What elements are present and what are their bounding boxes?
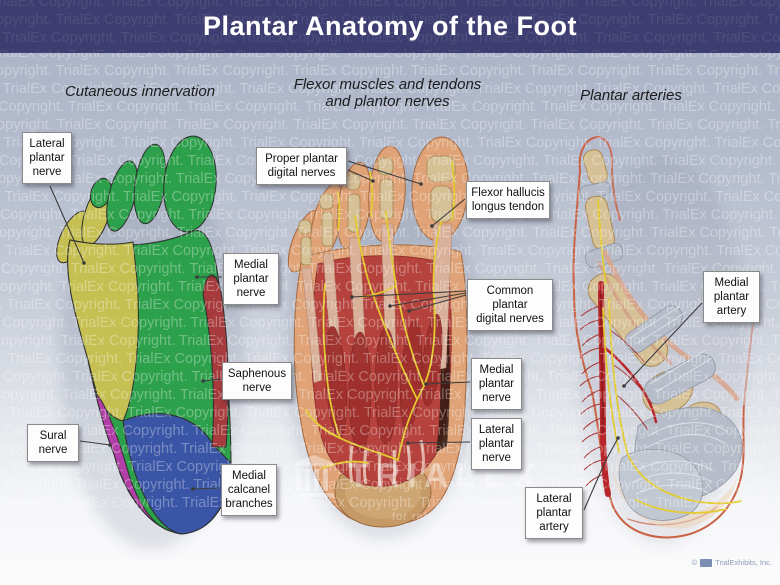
label-lateral-plantar-nerve-flexor: Lateral plantar nerve [471, 418, 522, 470]
trialexhibits-logo-icon [700, 558, 713, 567]
page-title: Plantar Anatomy of the Foot [202, 11, 577, 41]
label-proper-plantar-digital-nerves: Proper plantar digital nerves [256, 147, 347, 185]
label-medial-calcanel-branches: Medial calcanel branches [221, 464, 277, 516]
region-saphenous-nerve [202, 274, 229, 448]
footer-copyright-symbol: © [691, 558, 698, 567]
label-flexor-hallucis-longus-tendon: Flexor hallucis longus tendon [466, 181, 550, 219]
label-saphenous-nerve: Saphenous nerve [222, 362, 292, 400]
label-common-plantar-digital-nerves: Common plantar digital nerves [467, 279, 553, 331]
footer-credit-text: TrialExhibits, Inc. [715, 558, 772, 567]
flexor-foot-illustration [287, 136, 469, 528]
medial-plantar-nerve [397, 221, 442, 461]
region-big-toe [163, 135, 217, 233]
label-medial-plantar-nerve-flexor: Medial plantar nerve [471, 358, 522, 410]
label-lateral-plantar-artery: Lateral plantar artery [525, 487, 583, 539]
region-medial-calcaneal-branches [122, 413, 232, 535]
label-medial-plantar-nerve: Medial plantar nerve [223, 253, 279, 305]
label-medial-plantar-artery: Medial plantar artery [703, 271, 760, 323]
label-sural-nerve: Sural nerve [27, 424, 79, 462]
footer-credit: © TrialExhibits, Inc. [692, 558, 772, 567]
exhibit-header: TrialEx Copyright. TrialEx Copyright. Tr… [0, 0, 780, 53]
label-lateral-plantar-nerve: Lateral plantar nerve [22, 132, 72, 184]
